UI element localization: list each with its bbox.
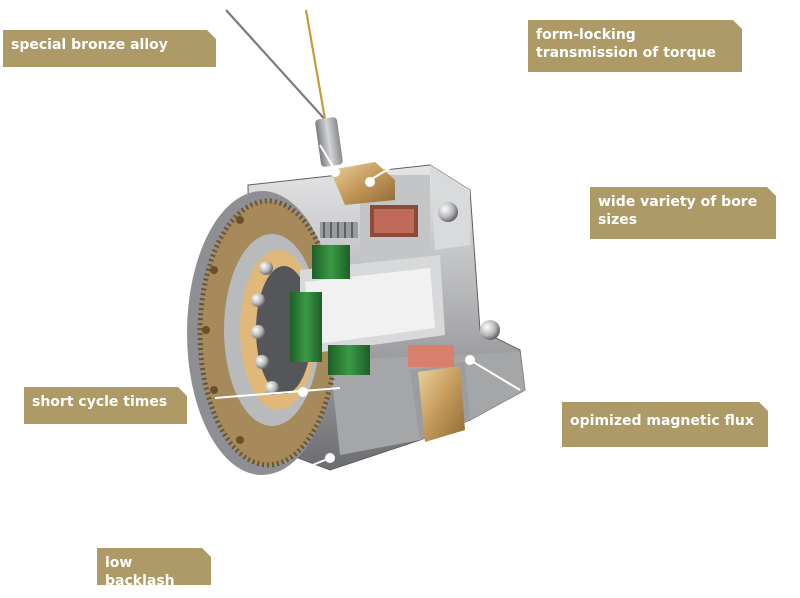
label-optimized-magnetic-flux: opimized magnetic flux <box>562 402 768 447</box>
bronze-bands <box>330 162 465 442</box>
label-form-locking-line1: form-locking <box>536 27 636 43</box>
label-form-locking: form-locking transmission of torque <box>528 20 742 72</box>
cable-wires <box>225 9 343 167</box>
leader-lines <box>214 144 521 471</box>
green-components <box>290 245 370 375</box>
coil-spring <box>320 222 358 238</box>
label-form-locking-line2: transmission of torque <box>536 45 716 61</box>
label-magnetic-flux-text: opimized magnetic flux <box>570 413 754 429</box>
label-bore-line1: wide variety of bore <box>598 194 758 210</box>
label-low-backlash: low backlash <box>97 548 211 585</box>
inner-bore <box>300 255 445 355</box>
label-short-cycle-times: short cycle times <box>24 387 187 424</box>
magnet-coils <box>370 205 454 367</box>
bolt-holes <box>202 216 244 444</box>
label-low-backlash-text: low backlash <box>105 555 175 589</box>
label-wide-variety-bore: wide variety of bore sizes <box>590 187 776 239</box>
label-bore-line2: sizes <box>598 212 638 228</box>
label-short-cycle-times-text: short cycle times <box>32 394 168 410</box>
label-special-bronze-alloy: special bronze alloy <box>3 30 216 67</box>
label-special-bronze-alloy-text: special bronze alloy <box>11 37 168 53</box>
ball-bearings <box>251 202 500 395</box>
